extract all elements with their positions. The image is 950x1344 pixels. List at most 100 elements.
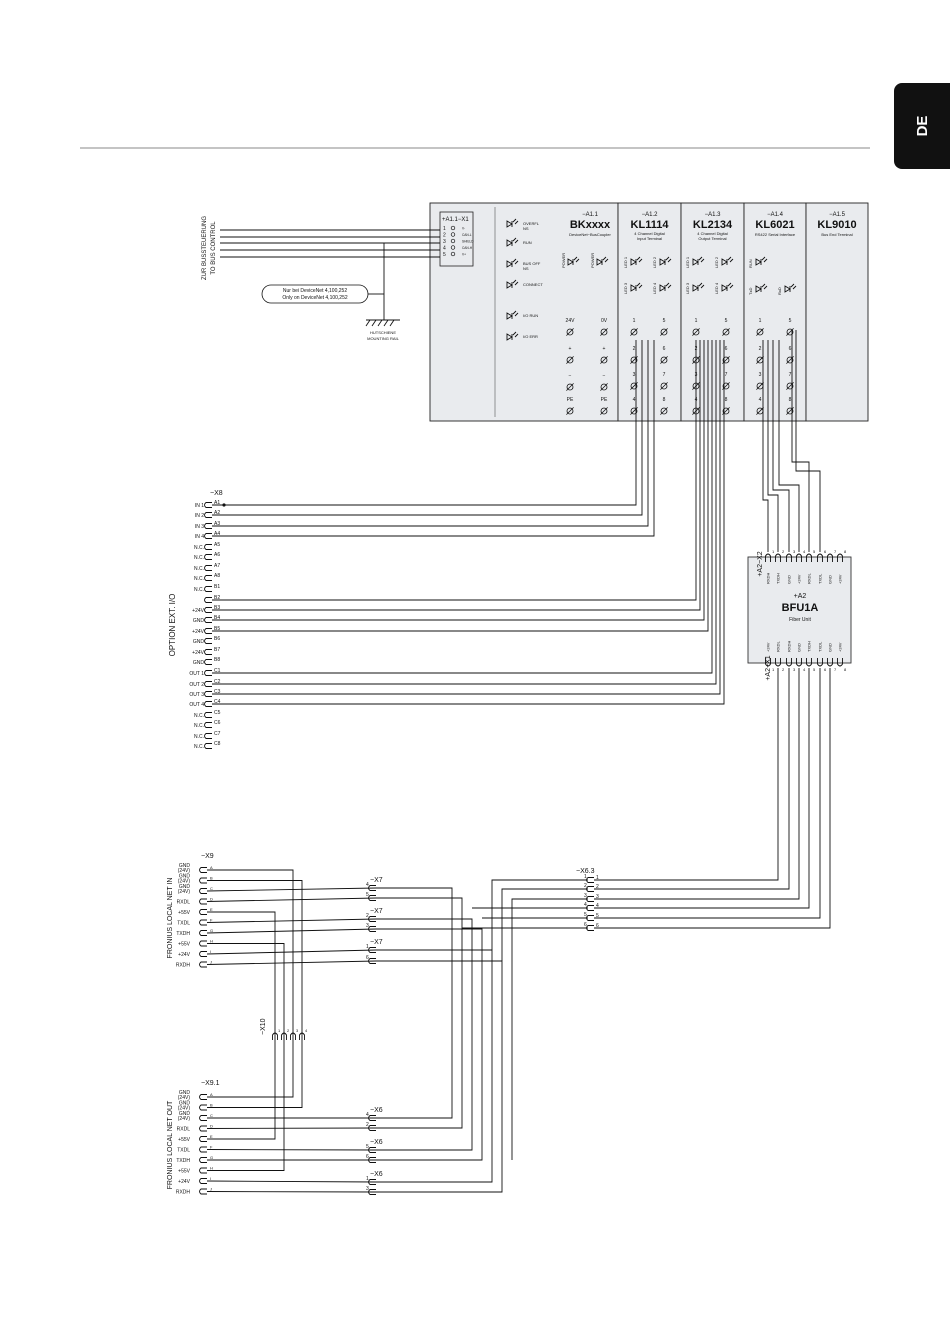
net-in-signal: RXDH	[176, 963, 191, 969]
net-out-pin	[199, 1136, 207, 1142]
module-screw-terminal	[660, 328, 668, 336]
link-wire	[376, 887, 453, 1119]
module-led-icon	[721, 282, 734, 292]
module-screw-terminal	[630, 328, 638, 336]
bfu-x1-signal: GND	[797, 643, 802, 652]
terminal-number: 6	[789, 346, 792, 352]
module-screw-terminal	[722, 382, 730, 390]
bfu-ref: +A2	[794, 593, 807, 600]
bfu-x1-signal: +24V	[766, 642, 771, 652]
module-screw-terminal	[660, 382, 668, 390]
net-in-pin	[199, 867, 207, 873]
x10-pin-number: 2	[287, 1028, 290, 1033]
net-in-pin	[199, 919, 207, 926]
power-terminal-label: −	[569, 373, 572, 379]
power-screw-terminal	[600, 383, 608, 391]
x6-ref: −X6	[370, 1139, 383, 1146]
terminal-number: 7	[725, 372, 728, 378]
x8-pin	[204, 554, 212, 560]
x6-ref: −X6	[370, 1107, 383, 1114]
x8-signal-label: GND	[193, 618, 205, 624]
bus-coupler-module	[429, 202, 619, 422]
language-tab[interactable]: DE	[894, 83, 950, 169]
rail-hatch	[389, 319, 395, 327]
module-screw-terminal	[660, 356, 668, 364]
terminal-number: 8	[663, 397, 666, 403]
power-terminal-label: −	[603, 373, 606, 379]
x6-pin-number: 2	[366, 1122, 369, 1128]
bfu-x1-signal: RXDL	[776, 641, 781, 652]
module-led-label: TxD	[748, 288, 753, 295]
x8-signal-label: OUT 3	[189, 692, 204, 698]
x8-output-wire	[212, 340, 717, 685]
power-screw-terminal	[566, 383, 574, 391]
net-in-signal: +24V	[178, 952, 190, 958]
net-wire	[206, 887, 377, 892]
x8-pin-label: B3	[214, 605, 220, 611]
module-led-icon	[755, 256, 768, 266]
x8-signal-label: N.C.	[194, 576, 204, 582]
module-screw-terminal	[756, 328, 764, 336]
module-led-icon	[721, 256, 734, 266]
module-led-label: LED 2	[652, 256, 657, 268]
module-screw-terminal	[692, 328, 700, 336]
x8-signal-label: GND	[193, 639, 205, 645]
x6-pin-number: 1	[366, 1176, 369, 1182]
net-in-pin-label: H	[210, 939, 213, 944]
module-led-icon	[692, 256, 705, 266]
bfu-x1-pin	[827, 658, 833, 667]
coupler-led-label: I/O ERR	[523, 334, 538, 339]
coupler-led-icon	[506, 279, 519, 289]
x7-pin-number: 1	[366, 944, 369, 950]
bus-label: TO BUS CONTROL	[211, 221, 217, 275]
module-led-label: LED 1	[685, 256, 690, 268]
net-out-signal: RXDH	[176, 1190, 191, 1196]
net-out-pin	[199, 1188, 207, 1195]
module-screw-terminal	[660, 382, 668, 390]
rail-label: MOUNTING RAIL	[367, 336, 400, 341]
terminal-number: 3	[633, 372, 636, 378]
net-wire	[207, 1040, 303, 1108]
net-in-signal: +55V	[178, 942, 190, 948]
x63-pin-number: 3	[584, 893, 587, 899]
x8-signal-label: OUT 4	[189, 702, 204, 708]
net-in-signal: (24V)	[178, 879, 191, 885]
net-in-pin-label: A	[210, 865, 213, 870]
fiber-unit-wire	[594, 668, 810, 909]
x8-pin-label: B2	[214, 595, 220, 601]
module-led-label: LED 3	[685, 282, 690, 294]
module-desc: 4 Channel Digital	[697, 231, 728, 236]
x8-pin	[204, 628, 212, 634]
net-wire	[206, 897, 377, 902]
bfu-x1-pin	[837, 658, 843, 667]
module-desc: Bus End Terminal	[821, 232, 852, 237]
x8-pin	[204, 701, 212, 707]
link-wire	[491, 879, 588, 950]
power-screw-terminal	[566, 407, 574, 415]
bfu-x1-signal: RXDH	[787, 641, 792, 652]
bfu-x1-pin	[765, 658, 771, 667]
module-led-icon	[784, 283, 797, 293]
fiber-unit-wire	[594, 668, 821, 919]
x63-pin-number: 2	[596, 884, 599, 890]
x8-pin-label: C6	[214, 720, 221, 726]
bfu-x1-pin-number: 3	[793, 667, 796, 672]
bfu-x1-pin-number: 6	[824, 667, 827, 672]
module-led-label: RxD	[777, 287, 782, 295]
net-wire	[206, 1149, 377, 1151]
net-in-pin-label: I	[210, 949, 211, 954]
net-in-pin-label: J	[210, 960, 212, 965]
rs422-wire	[795, 330, 821, 552]
coupler-led-label: NS	[523, 266, 529, 271]
x63-pin-number: 6	[596, 923, 599, 929]
coupler-pin-name: CAN-H	[462, 246, 473, 250]
x8-pin	[204, 533, 212, 539]
x8-pin	[204, 649, 212, 655]
net-out-pin-label: I	[210, 1176, 211, 1181]
power-led-label: POWER	[561, 253, 566, 268]
coupler-pin-name: V-	[462, 227, 465, 231]
x8-pin	[204, 722, 212, 728]
module-name: KL1114	[631, 219, 670, 231]
net-in-label: FRONIUS LOCAL NET IN	[167, 878, 174, 959]
link-wire	[376, 949, 493, 1183]
